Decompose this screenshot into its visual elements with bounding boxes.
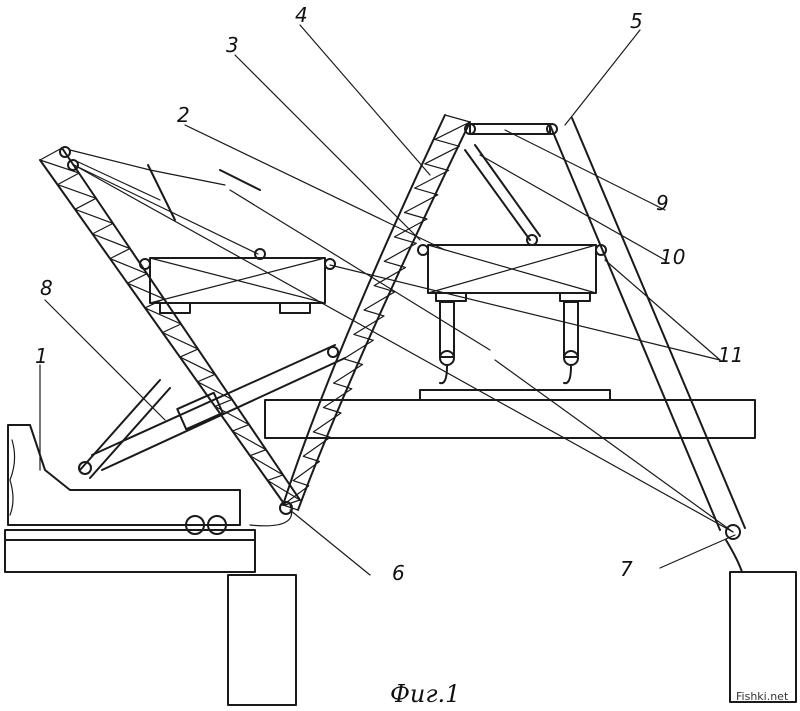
callout-10: 10	[660, 245, 685, 269]
callout-6: 6	[392, 561, 405, 585]
callout-5: 5	[630, 9, 643, 33]
left-support-pier	[227, 574, 297, 706]
hoist-trolley-right	[417, 244, 607, 385]
main-lattice-boom	[279, 114, 471, 515]
callout-9: 9	[656, 191, 669, 215]
crane-base	[7, 424, 241, 535]
callout-3: 3	[226, 33, 239, 57]
callout-4: 4	[295, 3, 308, 27]
ropes	[69, 149, 734, 533]
leader-lines	[39, 24, 736, 576]
callout-2: 2	[177, 103, 190, 127]
top-link-9	[464, 123, 558, 135]
hoist-trolley-left	[139, 248, 336, 314]
callout-11: 11	[718, 343, 743, 367]
watermark: Fishki.net	[736, 690, 789, 703]
callout-1: 1	[35, 344, 48, 368]
left-cylinders	[78, 164, 261, 479]
callout-7: 7	[620, 557, 633, 581]
hydraulic-cylinder-10	[464, 144, 541, 246]
right-support-pier	[729, 571, 797, 703]
callout-8: 8	[40, 276, 53, 300]
hydraulic-ram-8	[91, 344, 346, 471]
beam	[264, 389, 756, 439]
left-platform	[4, 529, 256, 573]
strut-5	[549, 117, 746, 573]
figure-caption: Фиг.1	[390, 680, 460, 708]
callouts: 1 2 3 4 5 6 7 8 9 10 11	[35, 3, 743, 585]
left-lattice-boom	[39, 146, 301, 506]
